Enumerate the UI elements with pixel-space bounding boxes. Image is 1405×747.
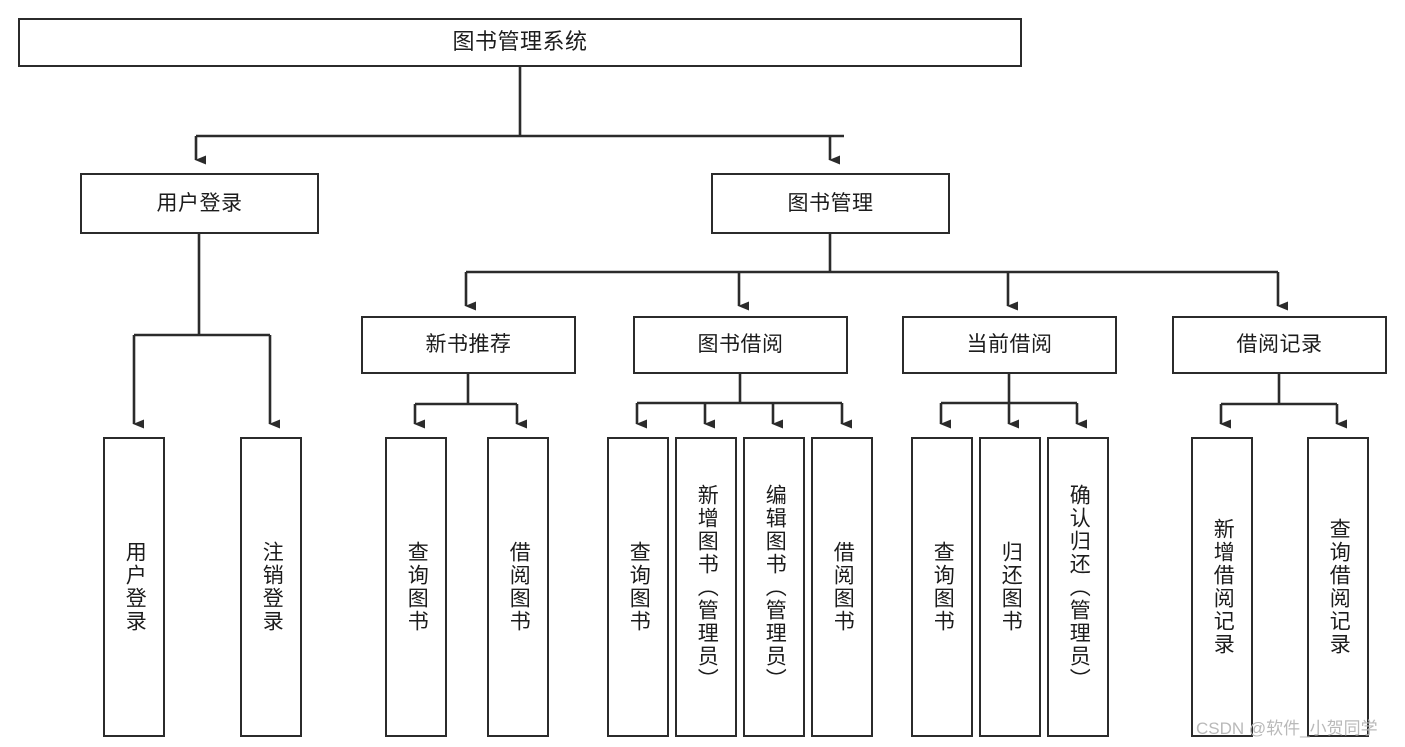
node-leaf-query-book-1-label: 查询图书 <box>405 541 429 633</box>
node-current-borrow-label: 当前借阅 <box>966 333 1053 357</box>
node-leaf-logout[interactable]: 注销登录 <box>240 437 302 737</box>
node-leaf-edit-book[interactable]: 编辑图书（管理员） <box>743 437 805 737</box>
node-leaf-add-book-label: 新增图书（管理员） <box>695 483 719 691</box>
node-leaf-user-login-label: 用户登录 <box>123 541 147 633</box>
node-borrow-record[interactable]: 借阅记录 <box>1172 316 1387 374</box>
node-leaf-user-login[interactable]: 用户登录 <box>103 437 165 737</box>
csdn-watermark: CSDN @软件_小贺同学 <box>1196 719 1378 738</box>
node-leaf-add-book[interactable]: 新增图书（管理员） <box>675 437 737 737</box>
node-leaf-borrow-book-1-label: 借阅图书 <box>507 541 531 633</box>
node-borrow-record-label: 借阅记录 <box>1236 333 1323 357</box>
node-book-borrow-label: 图书借阅 <box>697 333 784 357</box>
node-leaf-query-book-3-label: 查询图书 <box>931 541 955 633</box>
node-book-borrow[interactable]: 图书借阅 <box>633 316 848 374</box>
node-current-borrow[interactable]: 当前借阅 <box>902 316 1117 374</box>
node-leaf-confirm-return[interactable]: 确认归还（管理员） <box>1047 437 1109 737</box>
node-leaf-add-record[interactable]: 新增借阅记录 <box>1191 437 1253 737</box>
node-leaf-borrow-book-2-label: 借阅图书 <box>831 541 855 633</box>
node-leaf-return-book[interactable]: 归还图书 <box>979 437 1041 737</box>
node-leaf-add-record-label: 新增借阅记录 <box>1211 518 1235 656</box>
node-leaf-logout-label: 注销登录 <box>260 541 284 633</box>
node-book-management-label: 图书管理 <box>787 191 874 215</box>
node-user-login[interactable]: 用户登录 <box>80 173 319 234</box>
node-book-management[interactable]: 图书管理 <box>711 173 950 234</box>
node-leaf-borrow-book-2[interactable]: 借阅图书 <box>811 437 873 737</box>
node-leaf-query-record-label: 查询借阅记录 <box>1327 518 1351 656</box>
node-leaf-query-book-2-label: 查询图书 <box>627 541 651 633</box>
node-leaf-query-record[interactable]: 查询借阅记录 <box>1307 437 1369 737</box>
node-new-book-recommend-label: 新书推荐 <box>425 333 512 357</box>
node-leaf-confirm-return-label: 确认归还（管理员） <box>1067 483 1091 691</box>
node-leaf-borrow-book-1[interactable]: 借阅图书 <box>487 437 549 737</box>
node-leaf-edit-book-label: 编辑图书（管理员） <box>763 483 787 691</box>
node-root[interactable]: 图书管理系统 <box>18 18 1022 67</box>
node-user-login-label: 用户登录 <box>156 191 243 215</box>
node-root-label: 图书管理系统 <box>452 29 588 55</box>
node-leaf-query-book-1[interactable]: 查询图书 <box>385 437 447 737</box>
node-new-book-recommend[interactable]: 新书推荐 <box>361 316 576 374</box>
node-leaf-query-book-3[interactable]: 查询图书 <box>911 437 973 737</box>
node-leaf-return-book-label: 归还图书 <box>999 541 1023 633</box>
node-leaf-query-book-2[interactable]: 查询图书 <box>607 437 669 737</box>
